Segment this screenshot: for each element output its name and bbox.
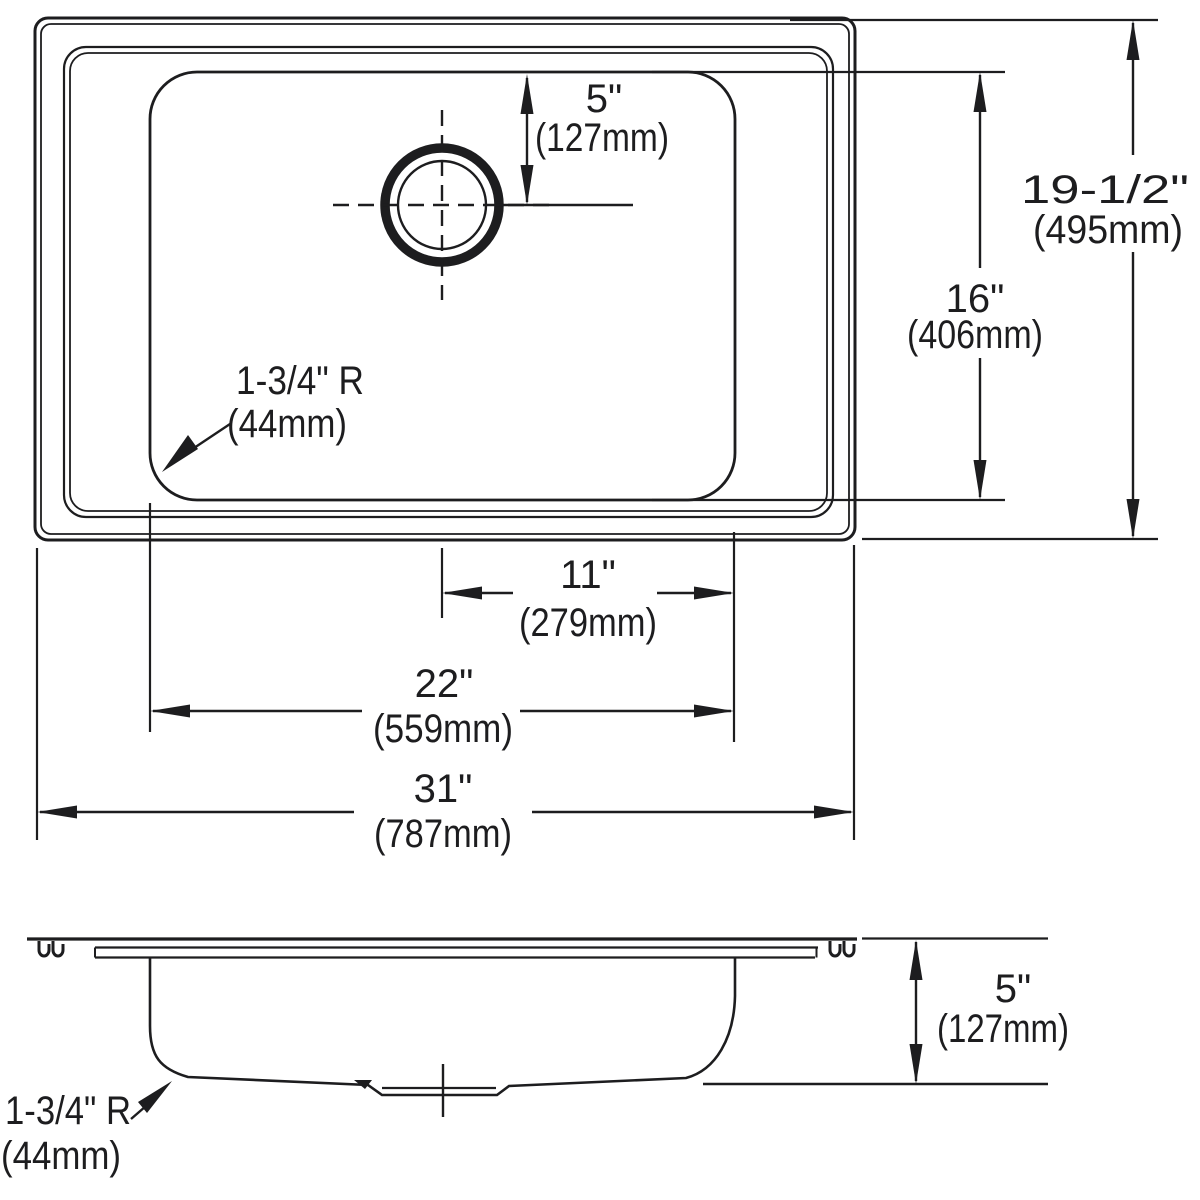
dim-label-mm: (495mm) xyxy=(1033,208,1183,252)
arrow-right-icon xyxy=(814,805,854,819)
arrow-down-icon xyxy=(1126,499,1140,539)
dim-label-inches: 22" xyxy=(415,662,474,706)
arrow-down-icon xyxy=(973,460,987,500)
leader-arrow-icon xyxy=(138,1081,172,1113)
arrow-up-icon xyxy=(909,940,923,980)
mounting-clip-icon xyxy=(842,941,856,958)
dim-label-inches: 16" xyxy=(946,277,1005,321)
outer-rim-outline xyxy=(33,16,857,542)
dim-label-inches: 19-1/2" xyxy=(1021,168,1189,212)
dim-label-mm: (406mm) xyxy=(907,313,1043,357)
dim-overall-front-to-back: 19-1/2" (495mm) xyxy=(790,18,1189,541)
callout-bowl-corner-radius: 1-3/4" R (44mm) xyxy=(162,359,364,472)
arrow-right-icon xyxy=(694,704,734,718)
radius-label-inches: 1-3/4" R xyxy=(236,359,364,403)
dim-label-inches: 11" xyxy=(560,553,616,597)
dim-label-inches: 5" xyxy=(586,77,622,121)
dim-label-mm: (559mm) xyxy=(373,707,513,751)
arrow-right-icon xyxy=(694,586,734,600)
mounting-clip-icon xyxy=(51,941,65,958)
dim-bowl-left-to-right: 22" (559mm) xyxy=(148,503,734,751)
arrow-down-icon xyxy=(520,165,534,205)
deck-outline xyxy=(62,45,835,519)
mounting-clip-icon xyxy=(37,941,51,958)
dim-bowl-front-to-back: 16" (406mm) xyxy=(652,70,1043,502)
callout-bottom-corner-radius: 1-3/4" R (44mm) xyxy=(1,1081,172,1178)
dim-label-mm: (787mm) xyxy=(374,812,512,856)
drain-lip-wedge xyxy=(354,1080,372,1089)
outer-rim-inner-line xyxy=(40,23,850,535)
leader-arrow-icon xyxy=(162,435,198,472)
arrow-up-icon xyxy=(520,74,534,114)
arrow-left-icon xyxy=(37,805,77,819)
dim-label-inches: 5" xyxy=(995,967,1031,1011)
dim-drain-to-bowl-right: 11" (279mm) xyxy=(440,532,736,742)
top-view xyxy=(33,16,857,542)
bowl-outline xyxy=(148,70,737,502)
arrow-down-icon xyxy=(909,1044,923,1084)
dim-label-mm: (279mm) xyxy=(519,601,657,645)
dim-overall-left-to-right: 31" (787mm) xyxy=(35,545,856,856)
arrow-left-icon xyxy=(150,704,190,718)
mounting-clip-icon xyxy=(828,941,842,958)
arrow-left-icon xyxy=(442,586,482,600)
bowl-profile xyxy=(148,958,737,1097)
dim-drain-offset: 5" (127mm) xyxy=(498,74,669,207)
dim-label-mm: (127mm) xyxy=(937,1007,1069,1051)
arrow-up-icon xyxy=(1126,20,1140,60)
dim-bowl-depth: 5" (127mm) xyxy=(703,937,1069,1086)
radius-label-mm: (44mm) xyxy=(227,402,347,446)
dim-label-mm: (127mm) xyxy=(535,116,669,160)
dim-label-inches: 31" xyxy=(414,767,473,811)
radius-label-mm: (44mm) xyxy=(1,1134,121,1178)
section-view xyxy=(27,937,857,1117)
radius-label-inches: 1-3/4" R xyxy=(5,1089,131,1133)
arrow-up-icon xyxy=(973,72,987,112)
deck-inner-line xyxy=(69,52,828,512)
